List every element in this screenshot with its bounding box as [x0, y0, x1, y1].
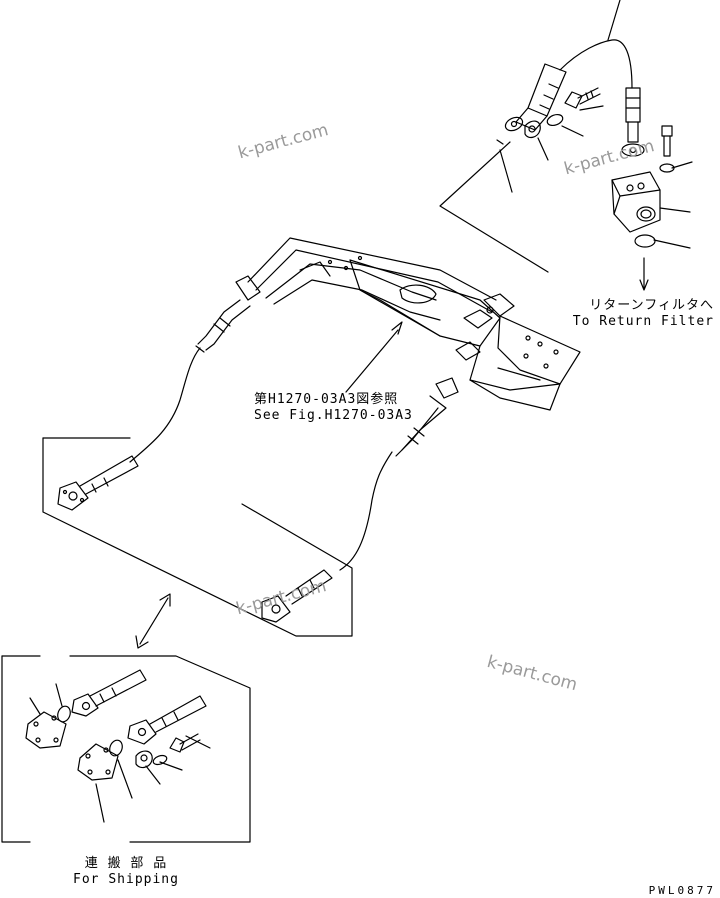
drawing-code: PWL0877 — [648, 884, 716, 897]
upper-tube-outer — [247, 237, 497, 301]
washer-top — [546, 113, 564, 127]
shipping-parts-box — [1, 655, 251, 843]
return-arrow-head — [639, 279, 649, 291]
shipping-view-box — [42, 437, 353, 637]
return-filter-detail — [439, 0, 693, 291]
left-hose — [129, 275, 261, 463]
o-ring-small — [496, 139, 504, 145]
o-ring-block — [634, 234, 656, 248]
top-leader-line — [607, 0, 621, 41]
hose-fitting-right — [621, 87, 645, 157]
upper-tube-inner — [255, 249, 493, 313]
pipe-left-in-box — [57, 455, 139, 511]
right-hose — [339, 377, 459, 571]
callout-wedge — [439, 141, 549, 273]
shipping-label-jp: 連 搬 部 品 — [84, 856, 168, 871]
hose-arc — [559, 39, 633, 89]
hose-fitting-left — [504, 63, 567, 132]
shipping-label-en: For Shipping — [73, 872, 179, 887]
double-arrow — [135, 593, 171, 649]
figure-ref-label-en: See Fig.H1270-03A3 — [254, 408, 413, 423]
split-flange — [524, 120, 541, 139]
main-frame-assembly — [247, 237, 581, 411]
bolt-top — [564, 87, 601, 109]
figure-ref-label-jp: 第H1270-03A3図参照 — [254, 392, 399, 407]
return-filter-label-en: To Return Filter — [572, 314, 714, 329]
filter-block — [611, 171, 661, 233]
figure-ref-arrowhead — [391, 321, 403, 335]
figure-ref-leader — [345, 329, 399, 393]
pipe-right-in-box — [261, 569, 333, 623]
bolt-right — [659, 125, 675, 173]
return-filter-label-jp: リターンフィルタへ — [589, 298, 714, 313]
